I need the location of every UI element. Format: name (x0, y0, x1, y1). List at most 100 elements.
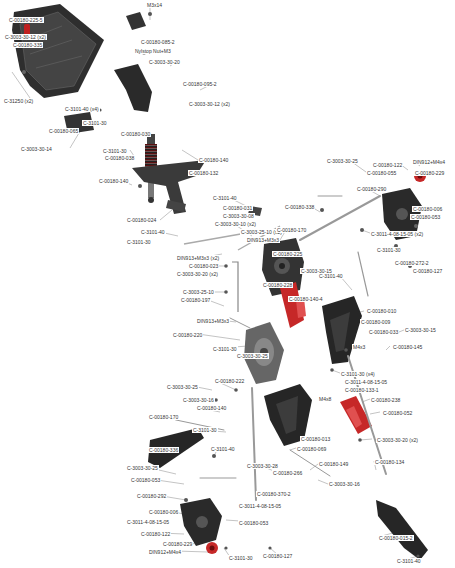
part-number: C-00180-085-2 (140, 39, 176, 45)
part-number: C-3101-30 (212, 346, 238, 352)
part-number: C-00180-006 (148, 509, 179, 515)
part-number: M4x3 (352, 344, 366, 350)
part-number: C-3003-30-25 (236, 353, 269, 359)
part-number: C-3101-30 (82, 120, 108, 126)
part-number: C-3003-30-25 (166, 384, 199, 390)
part-number: C-3003-25-10 (182, 289, 215, 295)
part-number: C-3101-30 (102, 148, 128, 154)
part-number: C-3101-30 (376, 247, 402, 253)
part-number: C-3101-30 (126, 239, 152, 245)
part-number: C-00180-220 (172, 332, 203, 338)
part-number: C-00180-272-2 (394, 260, 430, 266)
part-number: C-00180-338 (284, 204, 315, 210)
part-number: C-00180-149 (318, 461, 349, 467)
part-number: C-00180-127 (412, 268, 443, 274)
part-number: C-3101-40 (140, 229, 166, 235)
part-number: C-00180-055 (366, 170, 397, 176)
part-number: C-00180-134 (374, 459, 405, 465)
part-number: C-3003-30-15 (300, 268, 333, 274)
part-number: C-00180-140 (198, 157, 229, 163)
part-number: C-3101-40 (396, 558, 422, 564)
part-number: C-3003-30-15 (404, 327, 437, 333)
part-number: C-3101-30 (192, 427, 218, 433)
part-number: C-00180-127 (262, 553, 293, 559)
part-number: C-3003-30-14 (20, 146, 53, 152)
part-number: C-3101-30 (x4) (340, 371, 376, 377)
part-number: C-3011-4-08-15-05 (238, 503, 282, 509)
part-number: C-00180-170 (148, 414, 179, 420)
rear-hub-right (382, 170, 426, 240)
part-number: C-3003-30-10 (x2) (214, 221, 257, 227)
part-number: DIN913+M3x3 (x2) (176, 255, 220, 261)
part-number: C-3101-30 (228, 555, 254, 561)
part-number: C-00180-170 (276, 227, 307, 233)
part-number: C-3011-4-08-15-05 (126, 519, 170, 525)
part-number: C-00180-336 (148, 447, 179, 453)
part-number: DIN913+M3x3 (246, 237, 280, 243)
part-number: C-3011-4-08-15-05 (x2) (370, 231, 424, 237)
part-number: C-00180-052 (382, 410, 413, 416)
part-number: C-00180-266 (272, 470, 303, 476)
part-number: C-00180-133-1 (344, 387, 380, 393)
part-number: M3x14 (146, 2, 163, 8)
part-number: C-00180-122 (140, 531, 171, 537)
part-number: C-00180-095-2 (182, 81, 218, 87)
part-number: C-00180-292 (136, 493, 167, 499)
part-number: C-00180-370-2 (256, 491, 292, 497)
part-number: DIN913+M3x3 (196, 318, 230, 324)
part-number: C-3003-30-12 (x2) (4, 34, 47, 40)
part-number: C-00180-006 (412, 206, 443, 212)
part-number: C-3003-30-16 (182, 397, 215, 403)
part-number: C-3003-30-08 (222, 213, 255, 219)
part-number: C-00180-132 (188, 170, 219, 176)
part-number: C-3101-40 (x4) (64, 106, 100, 112)
part-number: C-00180-023 (188, 263, 219, 269)
part-number: C-00180-225-5 (8, 17, 44, 23)
part-number: C-00180-140 (196, 405, 227, 411)
part-number: C-00180-053 (238, 520, 269, 526)
part-number: C-3003-30-25 (126, 465, 159, 471)
part-number: C-00180-225 (272, 251, 303, 257)
part-number: C-00180-145 (392, 344, 423, 350)
part-number: C-3003-30-20 (x2) (376, 437, 419, 443)
part-number: C-00180-228 (262, 282, 293, 288)
part-number: C-3101-40 (210, 446, 236, 452)
part-number: C-00180-140-4 (288, 296, 324, 302)
part-number: Nylstop Nut+M3 (134, 48, 172, 54)
part-number: C-00180-229 (414, 170, 445, 176)
part-number: C-00180-033 (368, 329, 399, 335)
part-number: C-00180-222 (214, 378, 245, 384)
part-number: M4x8 (318, 396, 332, 402)
part-number: C-00180-229 (162, 541, 193, 547)
part-number: C-00180-009 (360, 319, 391, 325)
part-number: C-00180-053 (130, 477, 161, 483)
part-number: C-3003-30-16 (328, 481, 361, 487)
part-number: C-00180-010 (366, 308, 397, 314)
part-number: C-00180-335 (12, 42, 43, 48)
part-number: C-00180-030 (120, 131, 151, 137)
part-number: C-00180-290 (356, 186, 387, 192)
part-number: C-00180-069 (296, 446, 327, 452)
part-number: C-3003-30-20 (x2) (176, 271, 219, 277)
part-number: C-00180-024 (126, 217, 157, 223)
part-number: C-00180-065 (48, 128, 79, 134)
part-number: C-00180-197 (180, 297, 211, 303)
part-number: C-31250 (x2) (3, 98, 34, 104)
part-number: C-00180-238 (370, 397, 401, 403)
part-number: C-00180-140 (98, 178, 129, 184)
part-number: DIN912+M4x4 (148, 549, 182, 555)
part-number: DIN912+M4x4 (412, 159, 446, 165)
part-number: C-3011-4-08-15-05 (344, 379, 388, 385)
part-number: C-00180-013 (300, 436, 331, 442)
part-number: C-00180-122 (372, 162, 403, 168)
part-number: C-00180-031 (222, 205, 253, 211)
part-number: C-00180-015-2 (378, 535, 414, 541)
part-number: C-00180-038 (104, 155, 135, 161)
part-number: C-3101-40 (212, 195, 238, 201)
part-number: C-3003-30-12 (x2) (188, 101, 231, 107)
part-number: C-3003-30-20 (148, 59, 181, 65)
part-number: C-3003-30-28 (246, 463, 279, 469)
part-number: C-3003-30-25 (326, 158, 359, 164)
